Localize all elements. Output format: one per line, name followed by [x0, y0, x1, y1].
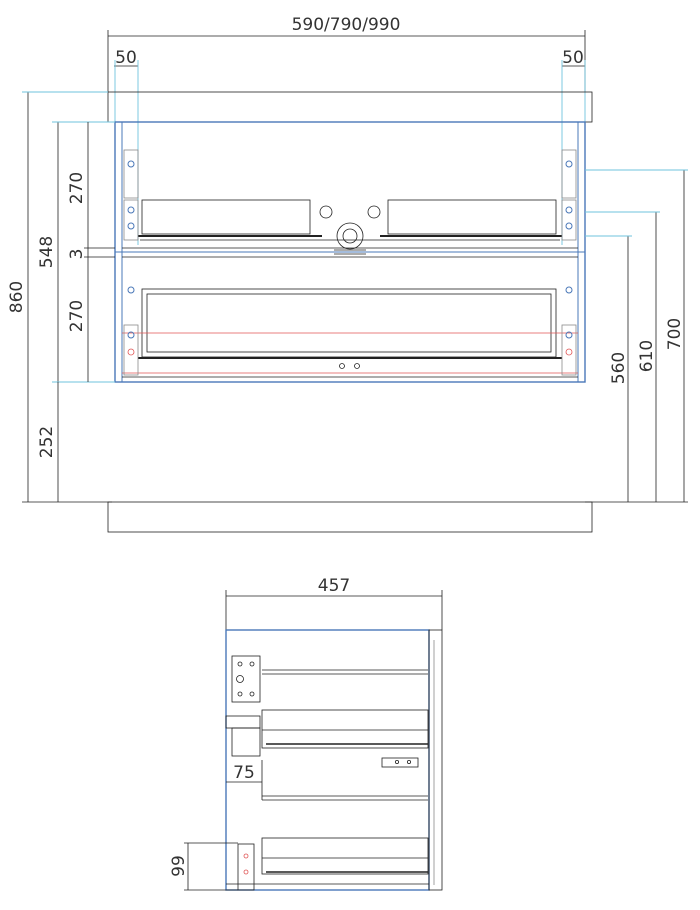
mount-560-label: 560 — [609, 352, 629, 384]
lower-drawer-side — [226, 795, 429, 885]
mount-560-dimension: 560 — [585, 235, 632, 502]
width-dimension: 590/790/990 — [107, 15, 586, 92]
bottom-bracket — [237, 843, 255, 891]
mount-610-dimension: 610 — [585, 211, 660, 502]
floor-clearance-dimension: 252 — [37, 382, 59, 502]
bottom-drawer-label: 270 — [67, 300, 87, 332]
left-offset-dimension: 50 — [114, 48, 139, 380]
left-offset-label: 50 — [115, 48, 137, 68]
floor-clearance-label: 252 — [37, 426, 57, 458]
upper-drawer — [138, 199, 562, 255]
side-front-panel — [428, 629, 443, 891]
total-height-dimension: 860 — [7, 91, 112, 503]
width-label: 590/790/990 — [292, 15, 401, 35]
drawer-height-dimensions: 270 3 270 — [67, 122, 115, 382]
top-drawer-label: 270 — [67, 172, 87, 204]
pipe-stub — [225, 715, 261, 757]
mount-700-dimension: 700 — [585, 169, 688, 503]
right-offset-dimension: 50 — [561, 48, 586, 380]
mount-610-label: 610 — [637, 340, 657, 372]
front-view: 590/790/990 50 50 — [7, 15, 688, 533]
wall-bracket — [231, 655, 261, 703]
inset-dimension: 75 — [226, 760, 263, 800]
side-outline — [225, 629, 430, 891]
side-view: 457 — [169, 576, 443, 891]
bottom-offset-dimension: 99 — [169, 842, 238, 891]
gap-label: 3 — [67, 249, 87, 260]
total-height-label: 860 — [7, 281, 27, 313]
right-brackets — [561, 149, 577, 376]
cabinet-body — [114, 121, 586, 383]
upper-drawer-side — [261, 669, 429, 768]
depth-label: 457 — [318, 576, 350, 596]
mount-700-label: 700 — [665, 318, 685, 350]
right-offset-label: 50 — [562, 48, 584, 68]
body-height-dimension: 548 — [37, 121, 115, 383]
depth-dimension: 457 — [225, 576, 443, 630]
floor-plinth — [107, 501, 593, 533]
lower-drawer — [122, 288, 578, 374]
countertop — [107, 91, 593, 123]
left-brackets — [123, 149, 139, 376]
bottom-offset-label: 99 — [169, 855, 189, 877]
inset-label: 75 — [233, 763, 255, 783]
body-height-label: 548 — [37, 236, 57, 268]
